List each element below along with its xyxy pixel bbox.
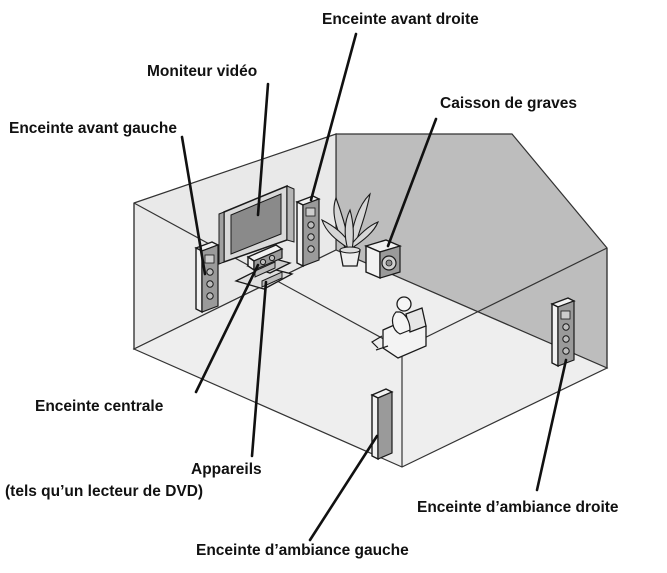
center-speaker-icon	[246, 244, 284, 272]
label-front-right: Enceinte avant droite	[322, 11, 479, 28]
label-monitor: Moniteur vidéo	[147, 63, 257, 80]
front-left-speaker-icon	[194, 241, 220, 314]
leader-lines	[180, 32, 568, 542]
plant-icon	[321, 192, 379, 267]
label-subwoofer: Caisson de graves	[440, 95, 577, 112]
label-surround-left: Enceinte d’ambiance gauche	[196, 542, 409, 559]
subwoofer-icon	[363, 239, 403, 280]
leader-surround-left	[308, 434, 379, 542]
labels: Enceinte avant droite Moniteur vidéo Cai…	[5, 11, 619, 559]
leader-front-right	[309, 32, 358, 202]
person-in-armchair-icon	[371, 296, 427, 359]
leader-center	[194, 263, 260, 394]
leader-devices	[250, 280, 268, 458]
label-devices-line1: Appareils	[191, 461, 262, 478]
leader-monitor	[256, 82, 270, 217]
leader-surround-right	[535, 358, 568, 492]
front-right-speaker-icon	[295, 195, 321, 268]
label-center: Enceinte centrale	[35, 398, 164, 415]
leader-front-left	[180, 135, 207, 276]
surround-right-speaker-icon	[550, 297, 576, 368]
surround-left-speaker-icon	[370, 388, 394, 461]
leader-subwoofer	[386, 117, 438, 248]
tv-monitor-icon	[218, 184, 295, 265]
label-surround-right: Enceinte d’ambiance droite	[417, 499, 619, 516]
label-front-left: Enceinte avant gauche	[9, 120, 177, 137]
label-devices-line2: (tels qu’un lecteur de DVD)	[5, 483, 203, 500]
